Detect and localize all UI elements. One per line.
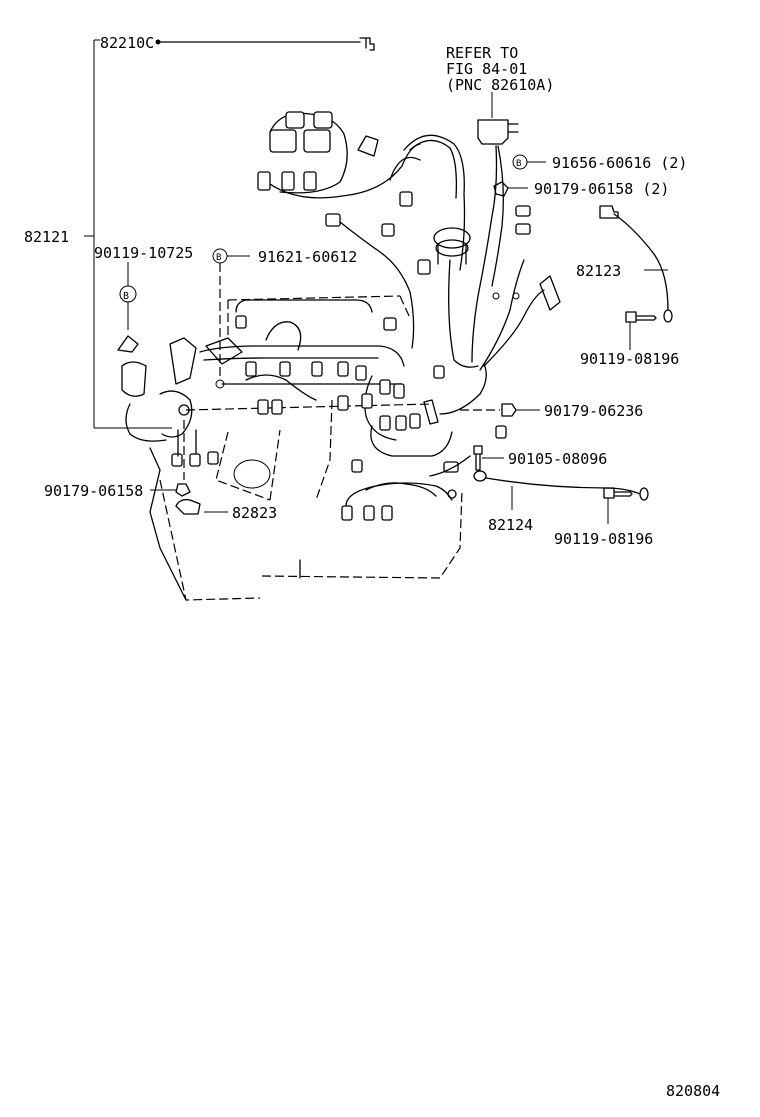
part-90119-08196-b (603, 487, 633, 524)
badge-b-91656: B (516, 159, 521, 169)
throttle-assembly (121, 337, 219, 467)
label-90179-06158-2: 90179-06158 (2) (534, 180, 669, 198)
part-82210c-wire (155, 37, 375, 51)
part-82823 (175, 498, 228, 515)
label-refer-line-2: FIG 84-01 (446, 60, 527, 78)
label-82124: 82124 (488, 516, 533, 534)
diagram-number: 820804 (666, 1082, 720, 1100)
badge-b-90119-10725: B (123, 291, 129, 302)
label-90179-06158: 90179-06158 (44, 482, 143, 500)
label-90119-08196-a: 90119-08196 (580, 350, 679, 368)
label-90179-06236: 90179-06236 (544, 402, 643, 420)
part-82123 (599, 205, 673, 323)
part-90179-06158-2 (493, 181, 528, 197)
central-harness (245, 363, 507, 473)
part-91656-60616 (512, 154, 546, 170)
label-91656-60616: 91656-60616 (2) (552, 154, 687, 172)
part-82124 (473, 470, 649, 510)
label-90119-10725: 90119-10725 (94, 244, 193, 262)
refer-connector (471, 92, 561, 371)
label-refer-line-1: REFER TO (446, 44, 518, 62)
part-90105-08096 (473, 445, 504, 471)
part-90119-08196-a (625, 311, 657, 350)
label-82121: 82121 (24, 228, 69, 246)
engine-outline (149, 295, 463, 601)
lower-harness (341, 455, 471, 521)
leader-82121-frame (84, 39, 172, 429)
label-82823: 82823 (232, 504, 277, 522)
label-82210c: 82210C (100, 34, 154, 52)
part-90119-10725 (117, 262, 139, 353)
upper-harness (257, 111, 479, 368)
part-91621-60612 (212, 248, 250, 380)
label-82123: 82123 (576, 262, 621, 280)
label-90119-08196-b: 90119-08196 (554, 530, 653, 548)
part-90179-06158-left (150, 420, 191, 497)
label-refer-line-3: (PNC 82610A) (446, 76, 554, 94)
part-90179-06236 (460, 403, 540, 417)
intake-manifold (199, 299, 445, 389)
label-90105-08096: 90105-08096 (508, 450, 607, 468)
label-91621-60612: 91621-60612 (258, 248, 357, 266)
badge-b-91621: B (216, 253, 221, 263)
